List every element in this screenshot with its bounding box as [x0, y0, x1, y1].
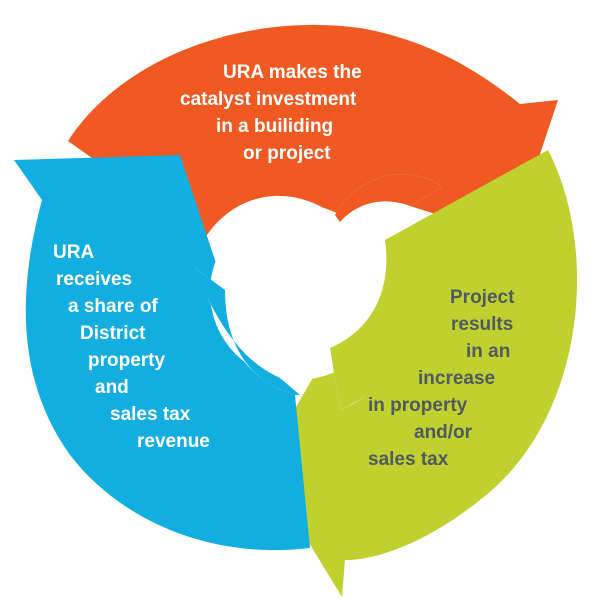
- orange-arrow: [68, 24, 558, 239]
- blue-arrow-inner: [195, 268, 300, 395]
- step-3-line-4: District: [80, 323, 146, 344]
- center-hole: [210, 204, 386, 380]
- step-3-line-1: URA: [53, 242, 95, 263]
- orange-arrow-inner: [335, 174, 442, 222]
- step-3-line-6: and: [95, 377, 129, 398]
- step-2-line-4: increase: [418, 368, 496, 389]
- step-1-line-4: or project: [243, 143, 331, 164]
- step-3-line-5: property: [88, 350, 166, 371]
- step-2-line-5: in property: [368, 395, 468, 416]
- step-3-line-3: a share of: [68, 296, 158, 317]
- step-3-line-8: revenue: [137, 431, 210, 452]
- step-2-line-7: sales tax: [368, 449, 449, 470]
- step-2-line-1: Project: [450, 287, 515, 308]
- step-2-line-2: results: [451, 314, 514, 335]
- step-2-line-3: in an: [466, 341, 511, 362]
- step-3-line-2: receives: [56, 269, 133, 290]
- green-arrow: [262, 150, 578, 597]
- step-3-line-7: sales tax: [110, 404, 191, 425]
- green-arrow-inner: [330, 236, 419, 410]
- step-1-line-1: URA makes the: [223, 62, 362, 83]
- step-2-line-6: and/or: [414, 422, 473, 443]
- step-1-line-3: in a builiding: [216, 116, 334, 137]
- blue-arrow: [14, 155, 310, 551]
- step-1-line-2: catalyst investment: [180, 89, 357, 110]
